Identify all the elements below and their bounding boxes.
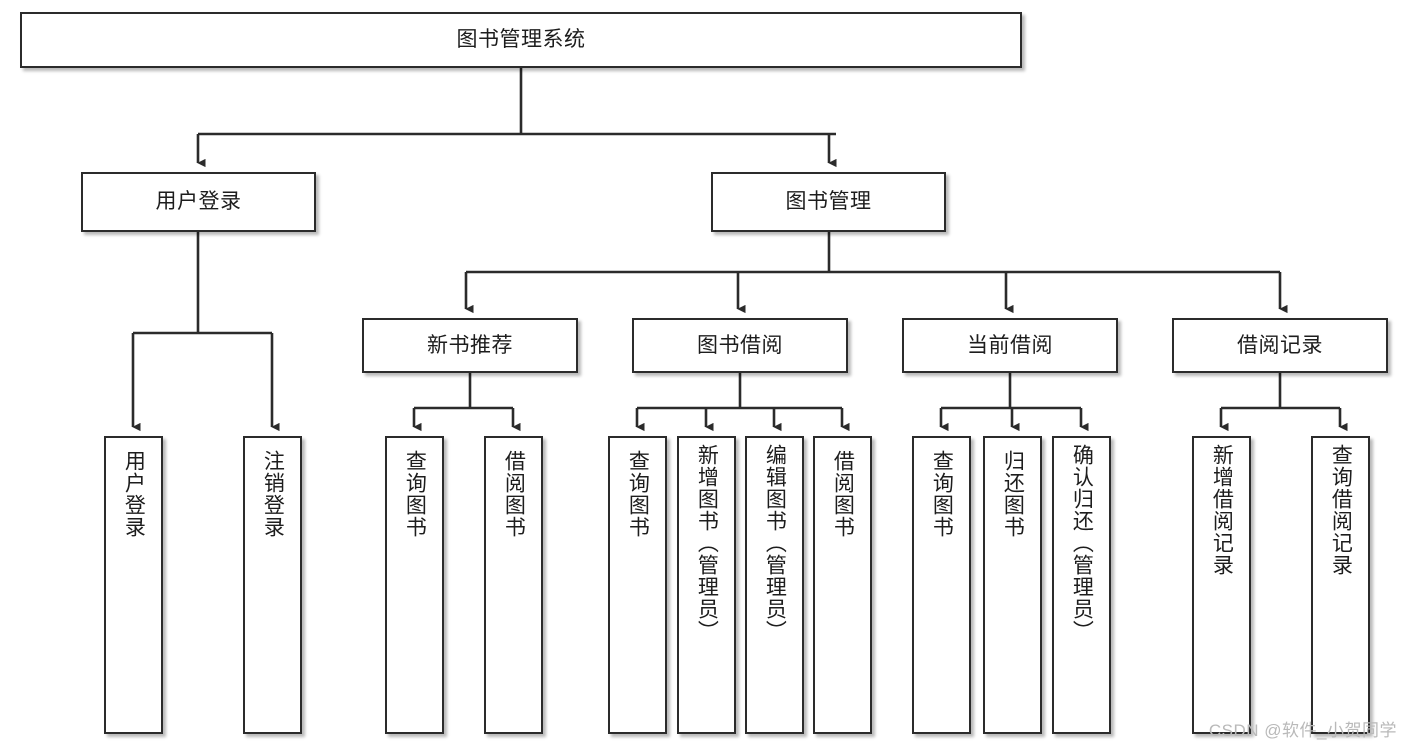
node-new-book-rec-label: 新书推荐 [427,333,513,357]
node-leaf-borrow-book-label: 借阅图书 [831,450,855,538]
node-leaf-logout[interactable]: 注销登录 [243,436,302,734]
node-leaf-query-record[interactable]: 查询借阅记录 [1311,436,1370,734]
node-leaf-add-book-label: 新增图书（管理员） [695,444,719,642]
node-leaf-add-book[interactable]: 新增图书（管理员） [677,436,736,734]
node-user-login[interactable]: 用户登录 [81,172,316,232]
csdn-watermark: CSDN @软件_小贺同学 [1208,721,1397,740]
node-leaf-user-login[interactable]: 用户登录 [104,436,163,734]
node-leaf-borrow-book-rec[interactable]: 借阅图书 [484,436,543,734]
node-leaf-user-login-label: 用户登录 [122,450,146,538]
node-current-borrow[interactable]: 当前借阅 [902,318,1118,373]
node-leaf-query-book-borrow[interactable]: 查询图书 [608,436,667,734]
node-leaf-borrow-book-rec-label: 借阅图书 [502,450,526,538]
node-book-manage-label: 图书管理 [785,190,872,214]
node-leaf-add-record-label: 新增借阅记录 [1210,444,1234,576]
node-leaf-confirm-return[interactable]: 确认归还（管理员） [1052,436,1111,734]
node-leaf-logout-label: 注销登录 [261,450,285,538]
node-leaf-query-book-cur-label: 查询图书 [930,450,954,538]
node-leaf-query-book-borrow-label: 查询图书 [626,450,650,538]
node-leaf-confirm-return-label: 确认归还（管理员） [1070,444,1094,642]
node-leaf-query-record-label: 查询借阅记录 [1329,444,1353,576]
node-leaf-return-book-label: 归还图书 [1001,450,1025,538]
node-book-borrow[interactable]: 图书借阅 [632,318,848,373]
node-new-book-rec[interactable]: 新书推荐 [362,318,578,373]
node-book-manage[interactable]: 图书管理 [711,172,946,232]
node-leaf-query-book-rec[interactable]: 查询图书 [385,436,444,734]
node-leaf-edit-book-label: 编辑图书（管理员） [763,444,787,642]
node-leaf-borrow-book[interactable]: 借阅图书 [813,436,872,734]
node-borrow-record-label: 借阅记录 [1237,333,1323,357]
node-book-borrow-label: 图书借阅 [697,333,783,357]
node-root[interactable]: 图书管理系统 [20,12,1022,68]
node-leaf-query-book-cur[interactable]: 查询图书 [912,436,971,734]
node-leaf-add-record[interactable]: 新增借阅记录 [1192,436,1251,734]
node-current-borrow-label: 当前借阅 [967,333,1053,357]
node-leaf-query-book-rec-label: 查询图书 [403,450,427,538]
node-user-login-label: 用户登录 [155,190,242,214]
node-root-label: 图书管理系统 [456,28,586,52]
node-leaf-edit-book[interactable]: 编辑图书（管理员） [745,436,804,734]
node-borrow-record[interactable]: 借阅记录 [1172,318,1388,373]
node-leaf-return-book[interactable]: 归还图书 [983,436,1042,734]
